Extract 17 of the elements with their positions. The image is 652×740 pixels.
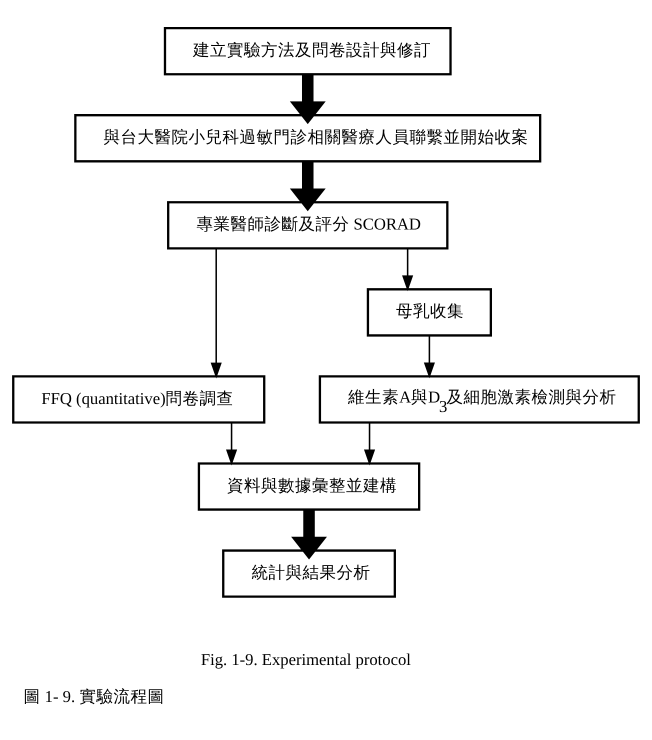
node-box: FFQ (quantitative)問卷調查 (12, 375, 266, 424)
arrow (424, 336, 435, 378)
node-box: 專業醫師診斷及評分 SCORAD (167, 201, 448, 250)
arrow (364, 422, 376, 466)
arrow (290, 162, 326, 212)
arrow (291, 510, 327, 560)
arrow (290, 74, 326, 124)
node-box: 資料與數據彙整並建構 (198, 462, 420, 511)
arrow (402, 248, 414, 292)
node-box: 母乳收集 (366, 288, 492, 337)
arrow (226, 422, 238, 466)
node-box: 與台大醫院小兒科過敏門診相關醫療人員聯繫並開始收案 (74, 114, 542, 162)
label: Fig. 1-9. Experimental protocol (200, 650, 411, 670)
arrow (210, 248, 222, 379)
node-box: 統計與結果分析 (222, 549, 396, 598)
caption: 圖 1- 9. 實驗流程圖 (23, 687, 164, 706)
node-box: 建立實驗方法及問卷設計與修訂 (164, 26, 452, 76)
